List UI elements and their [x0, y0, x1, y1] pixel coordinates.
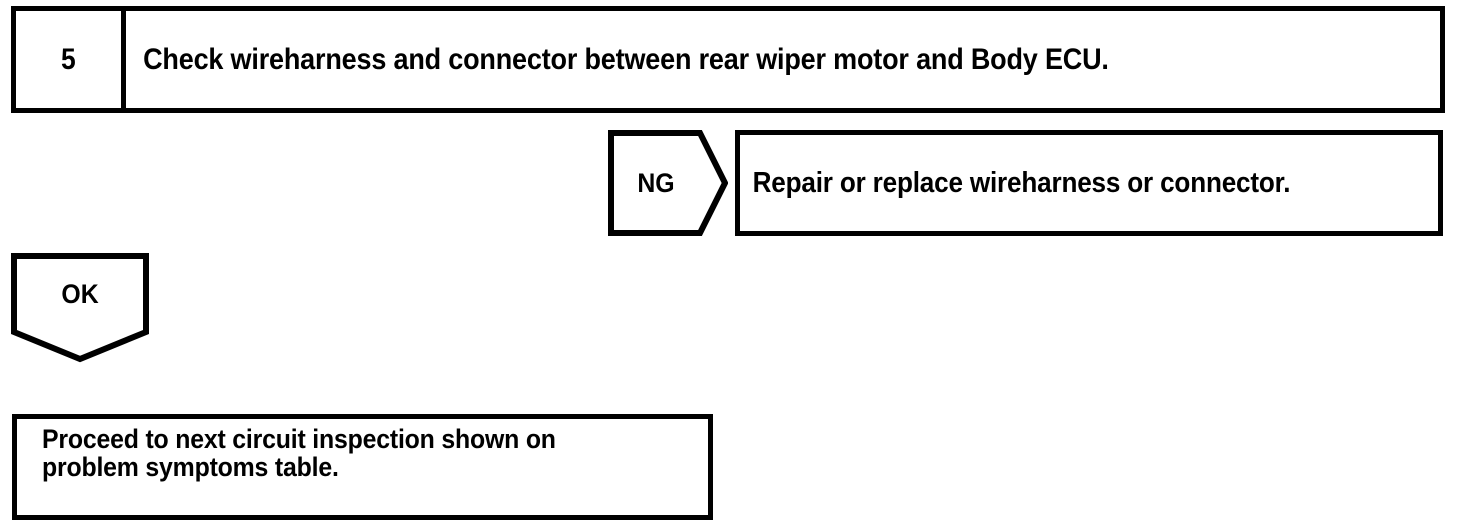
step-number: 5	[61, 42, 76, 76]
pentagon-down-icon	[11, 253, 149, 363]
ng-branch-label: NG	[637, 167, 675, 198]
ng-branch-tag: NG	[608, 130, 728, 236]
step-instruction-cell: Check wireharness and connector between …	[126, 11, 1440, 108]
step-number-cell: 5	[16, 11, 126, 108]
ok-branch-tag: OK	[11, 253, 149, 363]
final-outcome-box: Proceed to next circuit inspection shown…	[12, 414, 713, 520]
step-instruction-text: Check wireharness and connector between …	[143, 42, 1109, 76]
ok-branch-label: OK	[61, 278, 99, 309]
final-outcome-line-1: Proceed to next circuit inspection shown…	[42, 424, 556, 454]
step-row: 5 Check wireharness and connector betwee…	[11, 6, 1445, 113]
final-outcome-line-2: problem symptoms table.	[42, 452, 339, 482]
pentagon-right-icon	[608, 130, 728, 236]
ng-result-text: Repair or replace wireharness or connect…	[752, 166, 1291, 199]
ng-result-box: Repair or replace wireharness or connect…	[735, 130, 1443, 236]
final-outcome-text: Proceed to next circuit inspection shown…	[42, 425, 556, 481]
